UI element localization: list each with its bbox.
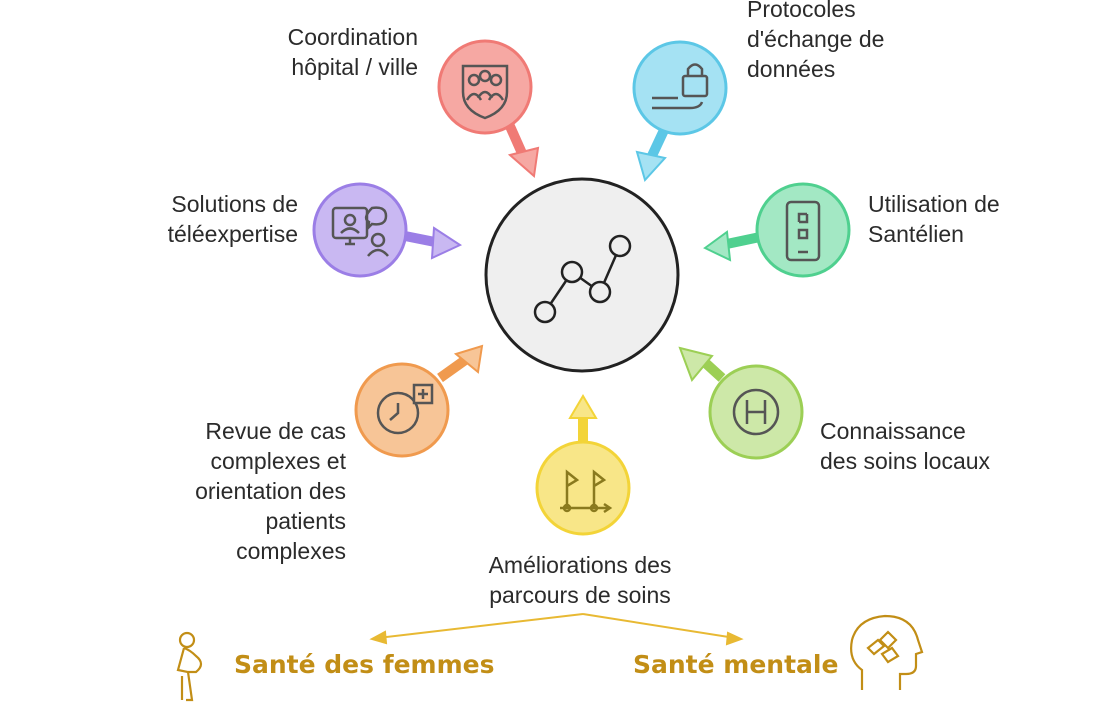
- label-revue: Revue de cas complexes et orientation de…: [195, 418, 346, 564]
- line-chart-icon: [533, 234, 632, 324]
- node-connaissance: [678, 346, 804, 460]
- telemedicine-icon: [331, 206, 389, 257]
- secure-data-lock-icon: [652, 63, 709, 110]
- label-connaissance: Connaissance des soins locaux: [820, 418, 991, 474]
- node-coordination: [437, 39, 540, 178]
- clock-plus-icon: [376, 383, 434, 435]
- mobile-medical-icon: [785, 200, 821, 262]
- pregnant-woman-icon: [176, 631, 203, 702]
- flag-path-icon: [560, 469, 613, 514]
- theme-sante-femmes: Santé des femmes: [234, 650, 495, 679]
- label-santelien: Utilisation de Santélien: [868, 191, 1000, 247]
- label-parcours: Améliorations des parcours de soins: [488, 552, 672, 608]
- label-teleexpertise: Solutions de téléexpertise: [167, 191, 298, 247]
- hospital-h-icon: [732, 388, 780, 436]
- head-puzzle-icon: [850, 614, 924, 690]
- node-teleexpertise: [312, 182, 463, 278]
- theme-sante-mentale: Santé mentale: [633, 650, 839, 679]
- node-parcours: [535, 394, 631, 536]
- theme-arrows: [369, 613, 744, 646]
- node-protocoles: [632, 40, 728, 183]
- node-santelien: [703, 182, 851, 278]
- node-revue: [354, 344, 484, 458]
- hub: [484, 177, 680, 373]
- label-protocoles: Protocoles d'échange de données: [747, 0, 885, 82]
- label-coordination: Coordination hôpital / ville: [287, 24, 418, 80]
- team-shield-icon: [461, 64, 509, 120]
